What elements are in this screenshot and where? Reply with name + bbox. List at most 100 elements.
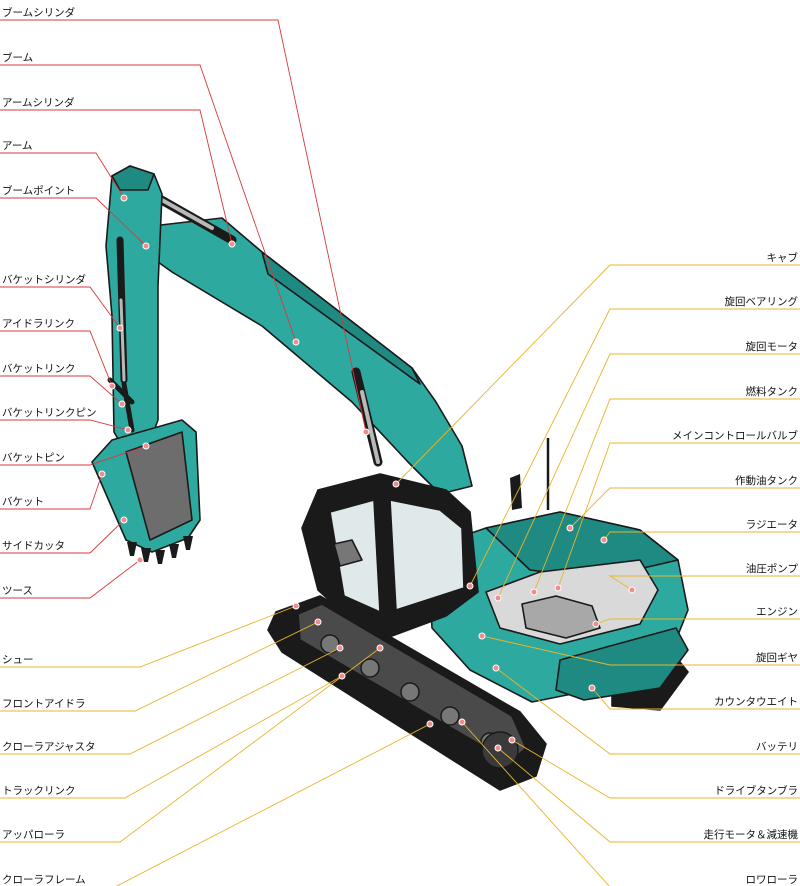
leader-line-red-13 (0, 559, 141, 599)
label-right-15: ロワローラ (745, 874, 799, 886)
leader-line-red-3 (0, 109, 233, 245)
leader-dot-right-4 (530, 588, 538, 596)
leader-dot-red-2 (292, 338, 300, 346)
operator-seat (333, 539, 363, 567)
label-red-7: アイドラリンク (2, 318, 75, 330)
leader-dot-red-12 (120, 516, 128, 524)
leader-line-right-3 (497, 353, 800, 599)
label-left-6: クローラフレーム (2, 874, 86, 886)
label-red-8: バケットリンク (2, 363, 76, 375)
leader-line-red-7 (0, 330, 113, 387)
leader-line-left-6 (115, 723, 431, 886)
label-right-14: 走行モータ＆減速機 (703, 829, 799, 841)
label-right-5: メインコントロールバルブ (672, 430, 798, 442)
label-right-2: 旋回ベアリング (724, 296, 799, 308)
leader-dot-right-14 (494, 744, 502, 752)
leader-dot-right-1 (392, 480, 400, 488)
lower-roller-3 (400, 682, 420, 702)
leader-line-right-12 (495, 667, 800, 755)
label-left-4: トラックリンク (2, 785, 76, 797)
leader-dot-right-8 (628, 586, 636, 594)
label-left-2: フロントアイドラ (2, 698, 86, 710)
leader-line-red-5 (0, 197, 147, 247)
engine-block (521, 595, 601, 639)
leader-lines (0, 19, 800, 886)
leader-dot-right-10 (478, 632, 486, 640)
label-right-6: 作動油タンク (735, 475, 798, 487)
tooth-5 (183, 536, 193, 550)
leader-line-right-1 (395, 264, 800, 485)
leader-line-right-11 (591, 687, 800, 710)
mirror (510, 474, 522, 510)
leader-line-left-2 (0, 621, 319, 712)
leader-line-right-4 (533, 398, 800, 593)
label-right-7: ラジエータ (745, 519, 798, 531)
leader-dot-red-6 (116, 324, 124, 332)
leader-line-red-1 (0, 19, 367, 433)
label-red-4: アーム (2, 140, 33, 152)
cab-side-window (389, 499, 465, 611)
leader-dot-red-5 (142, 242, 150, 250)
leader-dot-left-3 (336, 644, 344, 652)
label-red-3: アームシリンダ (2, 97, 75, 109)
leader-line-left-1 (0, 605, 297, 668)
leader-line-red-8 (0, 375, 123, 405)
leader-line-right-5 (557, 442, 800, 589)
leader-line-right-13 (511, 739, 800, 799)
leader-dot-right-7 (600, 536, 608, 544)
bucket-cylinder-rod (119, 298, 126, 382)
leader-line-right-14 (497, 747, 800, 843)
leader-line-right-15 (461, 721, 610, 886)
leader-line-red-12 (0, 519, 125, 554)
leader-line-red-4 (0, 152, 125, 199)
leader-dot-red-11 (98, 470, 106, 478)
leader-line-red-11 (0, 473, 103, 510)
leader-line-left-5 (0, 647, 381, 843)
lower-roller-2 (360, 658, 380, 678)
leader-dot-left-4 (338, 672, 346, 680)
label-red-12: サイドカッタ (2, 540, 65, 552)
arm-tip-shade (111, 165, 155, 191)
leader-dot-red-9 (124, 426, 132, 434)
leader-line-left-3 (0, 647, 341, 755)
tooth-1 (127, 542, 137, 556)
tooth-2 (141, 548, 151, 562)
leader-dot-red-13 (136, 556, 144, 564)
label-red-10: バケットピン (2, 452, 65, 464)
counterweight (555, 627, 689, 701)
leader-dot-left-2 (314, 618, 322, 626)
label-red-11: バケット (2, 496, 44, 508)
leader-line-right-6 (569, 487, 800, 529)
leader-line-left-4 (0, 675, 343, 799)
label-right-8: 油圧ポンプ (745, 563, 798, 575)
label-right-11: カウンタウエイト (714, 696, 798, 708)
bucket-inside (125, 431, 193, 541)
label-right-10: 旋回ギヤ (756, 652, 798, 664)
leader-dot-right-3 (494, 594, 502, 602)
label-red-1: ブームシリンダ (2, 7, 76, 19)
label-left-3: クローラアジャスタ (2, 741, 96, 753)
leader-dot-red-8 (118, 400, 126, 408)
leader-dot-red-3 (228, 240, 236, 248)
leader-dot-right-9 (592, 620, 600, 628)
leader-dot-red-1 (362, 428, 370, 436)
leader-line-right-2 (469, 308, 800, 587)
boom-top-shade (261, 251, 421, 385)
leader-dot-right-12 (492, 664, 500, 672)
label-red-2: ブーム (2, 52, 34, 64)
arm (105, 165, 163, 453)
boom-cylinder-rod (360, 390, 380, 464)
leader-line-right-9 (595, 618, 800, 625)
leader-dot-left-6 (426, 720, 434, 728)
leader-line-right-8 (608, 575, 800, 591)
leader-line-red-9 (0, 419, 129, 431)
leader-dot-right-13 (508, 736, 516, 744)
leader-dot-red-7 (108, 382, 116, 390)
leader-line-red-2 (0, 64, 297, 343)
leader-dot-left-5 (376, 644, 384, 652)
label-left-1: シュー (2, 654, 34, 666)
boom (151, 217, 473, 495)
bucket-link (121, 381, 135, 433)
label-right-4: 燃料タンク (745, 386, 799, 398)
